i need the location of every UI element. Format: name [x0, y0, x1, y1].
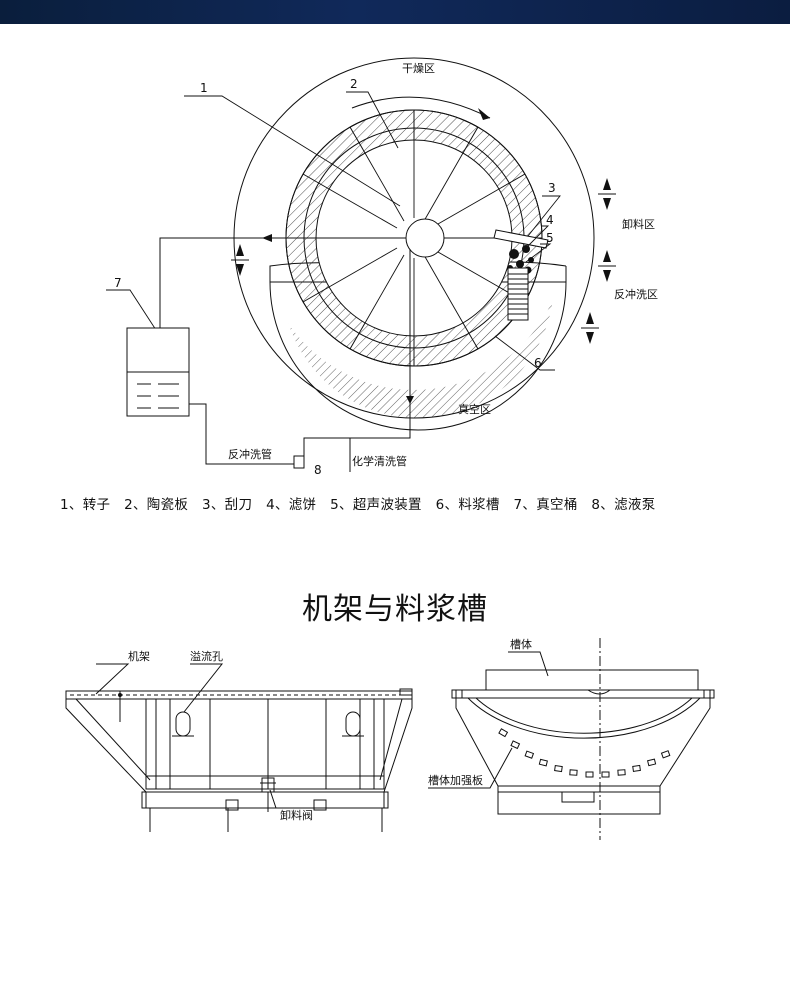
tank-reinforcement-label: 槽体加强板: [428, 773, 483, 787]
zone-discharge-label: 卸料区: [622, 217, 655, 231]
discharge-valve-label: 卸料阀: [280, 808, 313, 822]
callout-1: 1: [200, 81, 208, 95]
scraper: [493, 229, 549, 249]
filtrate-pump: [293, 455, 305, 469]
backwash-pipe: [189, 250, 414, 469]
zone-backwash-label: 反冲洗区: [614, 287, 658, 301]
discharge-valve: [260, 777, 276, 812]
callout-6: 6: [534, 356, 542, 370]
filter-cake: [507, 245, 534, 274]
rotor-spokes: [316, 140, 512, 336]
zone-vacuum-label: 真空区: [458, 402, 491, 416]
ultrasonic-device: [507, 267, 529, 321]
callout-4: 4: [546, 213, 554, 227]
component-legend: 1、转子 2、陶瓷板 3、刮刀 4、滤饼 5、超声波装置 6、料浆槽 7、真空桶…: [60, 497, 656, 513]
frame-label: 机架: [128, 649, 150, 663]
rotation-arrow: [351, 96, 491, 119]
top-banner: [0, 0, 790, 24]
overflow-hole-label: 溢流孔: [190, 649, 223, 663]
callout-7: 7: [114, 276, 122, 290]
zone-ticks: [236, 178, 611, 344]
overflow-hole-left: [175, 711, 191, 737]
overflow-hole-right: [345, 711, 361, 737]
section-title: 机架与料浆槽: [302, 592, 488, 627]
rotary-labels: 干燥区 卸料区 反冲洗区 真空区 1 2 3 4 5 6 7 8 反冲洗管 化学…: [60, 62, 658, 513]
backwash-pipe-label: 反冲洗管: [228, 447, 272, 461]
tank-diagram: [428, 638, 715, 840]
rotor-hub: [405, 218, 445, 258]
callout-8: 8: [314, 463, 322, 477]
callout-2: 2: [350, 77, 358, 91]
frame-diagram: [65, 663, 413, 832]
callout-3: 3: [548, 181, 556, 195]
tank-body-label: 槽体: [510, 637, 532, 651]
leader-lines: [106, 91, 561, 371]
callout-5: 5: [546, 231, 554, 245]
chemical-pipe-label: 化学清洗管: [352, 454, 407, 468]
rotary-filter-diagram: [106, 57, 616, 472]
vacuum-pipe: [159, 234, 406, 328]
zone-drying-label: 干燥区: [402, 62, 435, 75]
vacuum-tank: [126, 327, 190, 417]
reinforcement-plates: [498, 728, 671, 778]
